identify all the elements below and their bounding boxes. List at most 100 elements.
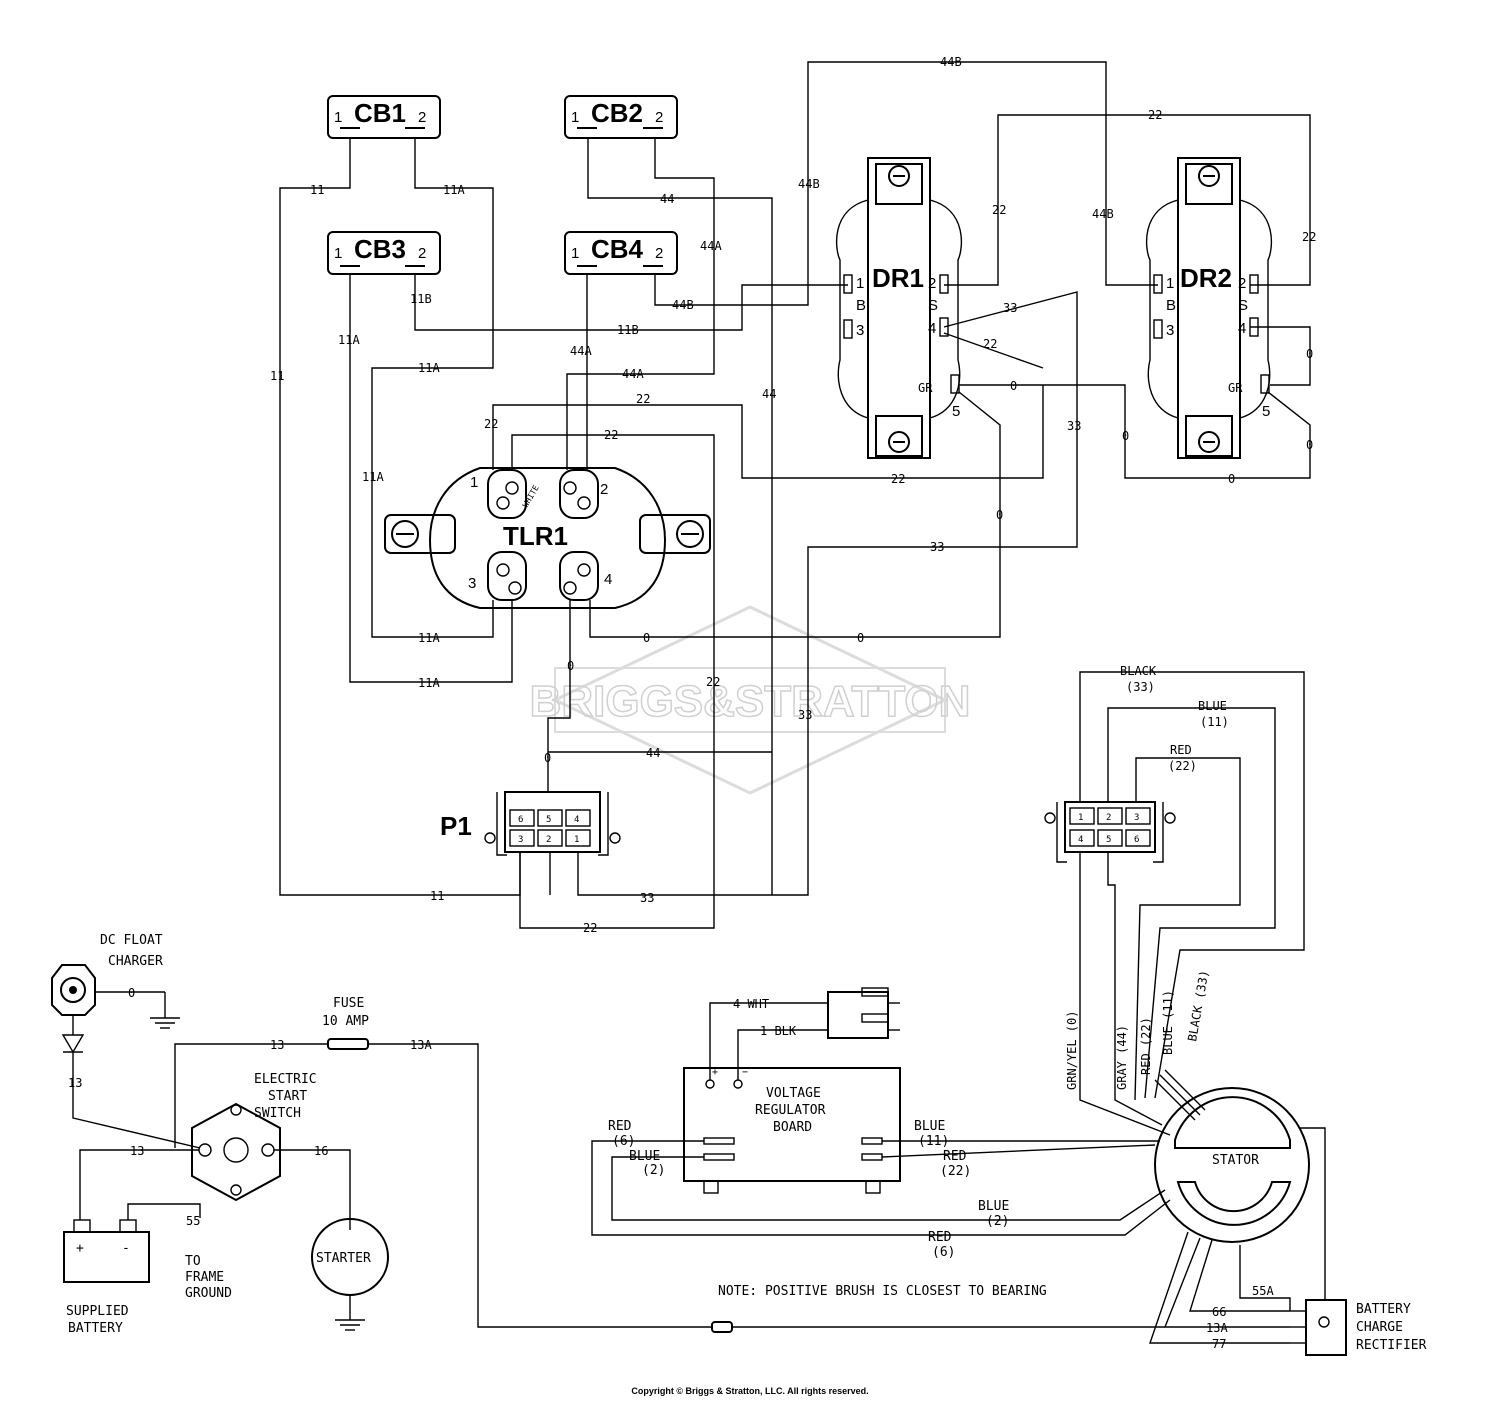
svg-text:22: 22: [484, 417, 498, 431]
svg-text:3: 3: [518, 835, 523, 845]
starter-label: STARTER: [316, 1251, 371, 1266]
svg-text:CHARGER: CHARGER: [108, 954, 163, 969]
svg-text:GR: GR: [918, 381, 933, 395]
svg-text:FRAME: FRAME: [185, 1270, 224, 1285]
svg-text:22: 22: [1148, 108, 1162, 122]
svg-text:REGULATOR: REGULATOR: [755, 1103, 826, 1118]
svg-text:B: B: [1166, 297, 1176, 314]
svg-text:BLUE (11): BLUE (11): [1161, 990, 1175, 1055]
svg-text:−: −: [742, 1067, 748, 1078]
svg-text:RECTIFIER: RECTIFIER: [1356, 1338, 1427, 1353]
svg-text:2: 2: [1106, 813, 1111, 823]
svg-text:33: 33: [1003, 301, 1017, 315]
svg-text:ELECTRIC: ELECTRIC: [254, 1072, 317, 1087]
svg-text:5: 5: [546, 815, 551, 825]
svg-text:44B: 44B: [672, 298, 694, 312]
svg-text:44A: 44A: [570, 344, 592, 358]
svg-text:11: 11: [270, 369, 284, 383]
svg-text:33: 33: [798, 708, 812, 722]
svg-text:0: 0: [1228, 472, 1235, 486]
svg-text:BLUE: BLUE: [914, 1119, 945, 1134]
svg-text:BLUE: BLUE: [978, 1199, 1009, 1214]
svg-text:BLACK: BLACK: [1120, 664, 1157, 678]
svg-text:0: 0: [857, 631, 864, 645]
svg-text:TO: TO: [185, 1254, 201, 1269]
svg-text:1: 1: [1166, 275, 1174, 292]
svg-text:11B: 11B: [617, 323, 639, 337]
rectifier-dr1: 1B3 2S4 GR 5 DR1: [835, 157, 963, 459]
svg-text:2: 2: [655, 109, 663, 126]
svg-text:33: 33: [930, 540, 944, 554]
svg-text:0: 0: [1122, 429, 1129, 443]
watermark: BRIGGS&STRATTON: [529, 605, 971, 795]
svg-text:13A: 13A: [410, 1038, 432, 1052]
svg-text:2: 2: [418, 109, 426, 126]
svg-text:77: 77: [1212, 1337, 1226, 1351]
svg-text:RED: RED: [608, 1119, 632, 1134]
svg-text:2: 2: [546, 835, 551, 845]
svg-text:3: 3: [856, 322, 864, 339]
svg-text:3: 3: [1166, 322, 1174, 339]
svg-text:GRN/YEL (0): GRN/YEL (0): [1065, 1011, 1079, 1090]
svg-text:BATTERY: BATTERY: [68, 1321, 123, 1336]
copyright-text: Copyright © Briggs & Stratton, LLC. All …: [631, 1386, 869, 1396]
svg-text:2: 2: [928, 275, 936, 292]
svg-text:22: 22: [636, 392, 650, 406]
note-text: NOTE: POSITIVE BRUSH IS CLOSEST TO BEARI…: [718, 1284, 1047, 1299]
svg-text:0: 0: [1306, 347, 1313, 361]
svg-text:1 BLK: 1 BLK: [760, 1024, 797, 1038]
svg-text:4 WHT: 4 WHT: [733, 997, 769, 1011]
svg-text:(6): (6): [932, 1245, 955, 1260]
svg-text:S: S: [928, 297, 938, 314]
svg-text:13: 13: [270, 1038, 284, 1052]
svg-text:44: 44: [660, 192, 674, 206]
svg-text:13: 13: [130, 1144, 144, 1158]
svg-text:44B: 44B: [1092, 207, 1114, 221]
svg-text:S: S: [1238, 297, 1248, 314]
svg-text:1: 1: [571, 245, 579, 262]
svg-text:GR: GR: [1228, 381, 1243, 395]
svg-text:22: 22: [604, 428, 618, 442]
supplied-battery: + - 55 SUPPLIED BATTERY TO FRAME GROUND: [63, 1203, 232, 1336]
svg-text:44A: 44A: [700, 239, 722, 253]
dc-float-charger: DC FLOAT CHARGER 0 13: [51, 933, 201, 1149]
svg-text:1: 1: [334, 245, 342, 262]
svg-text:2: 2: [655, 245, 663, 262]
svg-text:(2): (2): [986, 1214, 1009, 1229]
svg-text:BLUE: BLUE: [629, 1149, 660, 1164]
svg-text:+: +: [76, 1241, 84, 1256]
svg-text:44A: 44A: [622, 367, 644, 381]
svg-text:11B: 11B: [410, 292, 432, 306]
svg-text:1: 1: [470, 474, 478, 491]
svg-text:GRAY (44): GRAY (44): [1115, 1025, 1129, 1090]
svg-text:BLUE: BLUE: [1198, 699, 1227, 713]
svg-text:6: 6: [1134, 835, 1139, 845]
svg-text:RED: RED: [1170, 743, 1192, 757]
svg-text:+: +: [712, 1067, 718, 1078]
svg-text:GROUND: GROUND: [185, 1286, 232, 1301]
cb3-label: CB3: [354, 234, 406, 264]
tlr1-label: TLR1: [503, 521, 568, 551]
svg-text:11A: 11A: [338, 333, 360, 347]
cb2-label: CB2: [591, 98, 643, 128]
svg-text:10 AMP: 10 AMP: [322, 1014, 369, 1029]
svg-text:0: 0: [1010, 379, 1017, 393]
svg-text:1: 1: [574, 835, 579, 845]
svg-text:4: 4: [574, 815, 579, 825]
svg-text:44: 44: [646, 746, 660, 760]
svg-text:1: 1: [334, 109, 342, 126]
svg-text:CHARGE: CHARGE: [1356, 1320, 1403, 1335]
svg-text:13: 13: [68, 1076, 82, 1090]
svg-text:VOLTAGE: VOLTAGE: [766, 1086, 821, 1101]
dr1-label: DR1: [872, 263, 924, 293]
svg-text:(22): (22): [1168, 759, 1197, 773]
svg-text:(33): (33): [1126, 680, 1155, 694]
starter: STARTER: [311, 1218, 389, 1331]
